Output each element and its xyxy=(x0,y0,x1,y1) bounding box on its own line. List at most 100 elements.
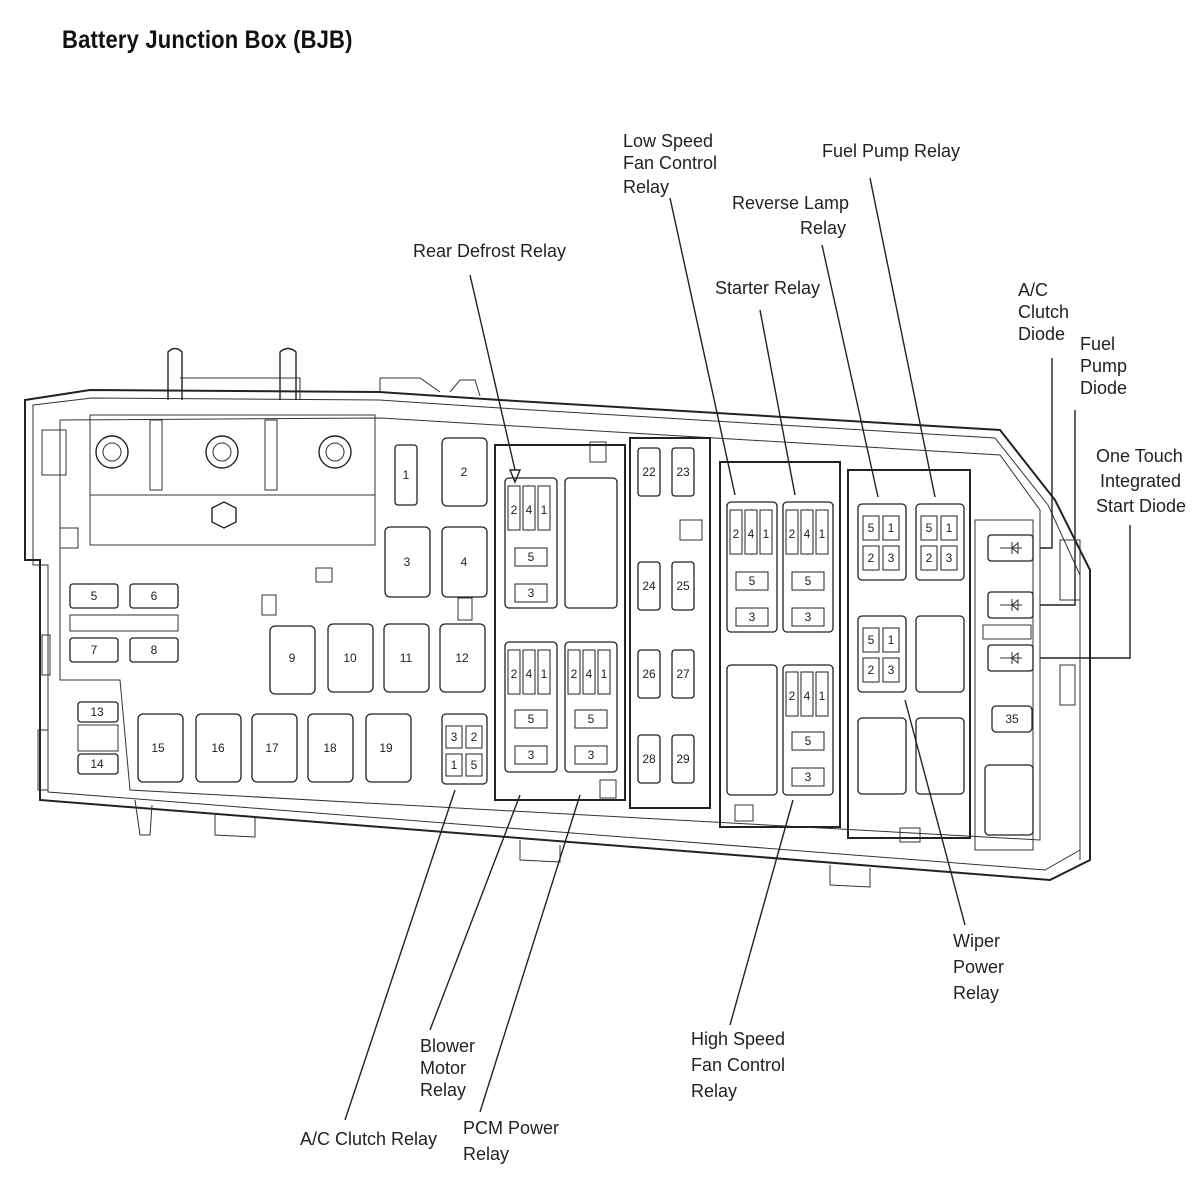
label-fuel-pump-relay: Fuel Pump Relay xyxy=(822,141,960,161)
housing-outline xyxy=(24,347,1091,888)
fuse-3: 3 xyxy=(404,555,411,569)
svg-text:4: 4 xyxy=(748,527,755,541)
label-ac-clutch-diode: A/C Clutch Diode xyxy=(1018,280,1074,344)
svg-text:5: 5 xyxy=(868,633,875,647)
fuse-19: 19 xyxy=(379,741,393,755)
svg-text:5: 5 xyxy=(749,574,756,588)
label-ac-clutch-relay: A/C Clutch Relay xyxy=(300,1129,437,1149)
leader-lines xyxy=(344,177,1131,1121)
fuse-4: 4 xyxy=(461,555,468,569)
svg-text:5: 5 xyxy=(805,734,812,748)
fuse-18: 18 xyxy=(323,741,337,755)
svg-text:3: 3 xyxy=(805,610,812,624)
svg-text:3: 3 xyxy=(888,551,895,565)
fuse-13: 13 xyxy=(90,705,104,719)
svg-text:2: 2 xyxy=(733,527,740,541)
fuse-24: 24 xyxy=(642,579,656,593)
fuse-5: 5 xyxy=(91,589,98,603)
fuse-7: 7 xyxy=(91,643,98,657)
label-wiper-power-relay: Wiper Power Relay xyxy=(953,931,1009,1003)
svg-text:1: 1 xyxy=(541,503,548,517)
svg-text:2: 2 xyxy=(471,730,478,744)
fuse-16: 16 xyxy=(211,741,225,755)
label-high-speed-fan-control-relay: High Speed Fan Control Relay xyxy=(691,1029,790,1101)
svg-text:1: 1 xyxy=(601,667,608,681)
label-blower-motor-relay: Blower Motor Relay xyxy=(420,1036,480,1100)
svg-text:1: 1 xyxy=(541,667,548,681)
svg-text:2: 2 xyxy=(511,667,518,681)
mini-fuses-left: 5 6 7 8 13 14 xyxy=(69,583,179,775)
svg-text:3: 3 xyxy=(805,770,812,784)
fuse-23: 23 xyxy=(676,465,690,479)
label-one-touch-integrated-start-diode: One Touch Integrated Start Diode xyxy=(1096,446,1188,516)
fuse-29: 29 xyxy=(676,752,690,766)
fuse-12: 12 xyxy=(455,651,469,665)
svg-text:1: 1 xyxy=(451,758,458,772)
svg-text:1: 1 xyxy=(888,521,895,535)
fuse-28: 28 xyxy=(642,752,656,766)
fuse-17: 17 xyxy=(265,741,279,755)
fuse-6: 6 xyxy=(151,589,158,603)
svg-text:4: 4 xyxy=(526,503,533,517)
label-pcm-power-relay: PCM Power Relay xyxy=(463,1118,564,1164)
fuse-15: 15 xyxy=(151,741,165,755)
svg-text:3: 3 xyxy=(528,586,535,600)
mini-fuse-column: 22 23 24 25 26 27 28 29 xyxy=(629,437,711,809)
label-fuel-pump-diode: Fuel Pump Diode xyxy=(1080,334,1132,398)
svg-text:5: 5 xyxy=(588,712,595,726)
fuse-1: 1 xyxy=(403,468,410,482)
fuse-27: 27 xyxy=(676,667,690,681)
svg-text:5: 5 xyxy=(868,521,875,535)
fuse-14: 14 xyxy=(90,757,104,771)
svg-text:5: 5 xyxy=(805,574,812,588)
svg-text:5: 5 xyxy=(471,758,478,772)
svg-text:4: 4 xyxy=(804,689,811,703)
fuse-25: 25 xyxy=(676,579,690,593)
relay-block-right: 5 1 2 3 5 1 2 3 5 1 2 3 xyxy=(847,469,971,843)
fuse-26: 26 xyxy=(642,667,656,681)
label-low-speed-fan-control-relay: Low Speed Fan Control Relay xyxy=(623,131,722,197)
svg-text:1: 1 xyxy=(946,521,953,535)
diode-column: 35 xyxy=(974,519,1034,851)
label-starter-relay: Starter Relay xyxy=(715,278,820,298)
fuse-35: 35 xyxy=(1005,712,1019,726)
svg-text:3: 3 xyxy=(946,551,953,565)
svg-text:1: 1 xyxy=(819,527,826,541)
svg-text:4: 4 xyxy=(586,667,593,681)
svg-text:3: 3 xyxy=(528,748,535,762)
svg-text:5: 5 xyxy=(528,550,535,564)
svg-text:1: 1 xyxy=(888,633,895,647)
svg-text:2: 2 xyxy=(511,503,518,517)
svg-text:2: 2 xyxy=(571,667,578,681)
relay-block-left: 2 4 1 5 3 2 4 1 5 3 2 4 1 5 3 xyxy=(494,441,626,801)
svg-text:1: 1 xyxy=(819,689,826,703)
svg-text:3: 3 xyxy=(888,663,895,677)
fuse-8: 8 xyxy=(151,643,158,657)
relay-block-middle: 2 4 1 5 3 2 4 1 5 3 2 4 1 5 3 xyxy=(719,461,841,828)
fuse-9: 9 xyxy=(289,651,296,665)
svg-text:3: 3 xyxy=(588,748,595,762)
svg-text:2: 2 xyxy=(868,663,875,677)
callout-labels: Low Speed Fan Control Relay Fuel Pump Re… xyxy=(300,131,1188,1164)
svg-text:1: 1 xyxy=(763,527,770,541)
page-title: Battery Junction Box (BJB) xyxy=(62,26,353,54)
terminal-studs xyxy=(41,414,376,549)
svg-text:2: 2 xyxy=(868,551,875,565)
svg-text:5: 5 xyxy=(926,521,933,535)
svg-text:3: 3 xyxy=(749,610,756,624)
svg-text:5: 5 xyxy=(528,712,535,726)
svg-text:2: 2 xyxy=(789,689,796,703)
svg-text:4: 4 xyxy=(804,527,811,541)
fuse-10: 10 xyxy=(343,651,357,665)
ac-clutch-relay-slot: 3 2 1 5 xyxy=(441,713,488,785)
cartridge-fuses: 1 2 3 4 9 10 11 12 15 16 17 18 19 xyxy=(137,437,488,783)
label-reverse-lamp-relay: Reverse Lamp Relay xyxy=(732,193,854,238)
fuse-11: 11 xyxy=(400,651,413,665)
fuse-2: 2 xyxy=(461,465,468,479)
fuse-22: 22 xyxy=(642,465,656,479)
svg-text:4: 4 xyxy=(526,667,533,681)
svg-text:2: 2 xyxy=(926,551,933,565)
svg-text:3: 3 xyxy=(451,730,458,744)
svg-text:2: 2 xyxy=(789,527,796,541)
